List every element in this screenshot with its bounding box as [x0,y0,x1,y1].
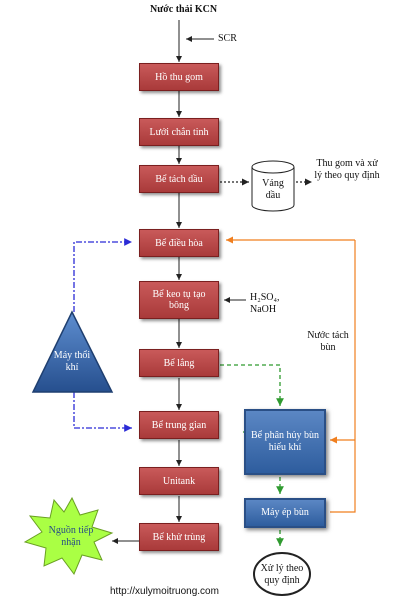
blower-triangle [31,310,114,393]
stage-coagulation: Bể keo tụ tạo bông [139,281,219,319]
oil-tank-shape [251,160,295,212]
disposal-label: Xử lý theo quy định [260,563,304,586]
air-lines [73,238,132,432]
stage-unitank: Unitank [139,467,219,495]
scr-label: SCR [218,33,237,44]
oil-treatment-label: Thu gom và xử lý theo quy định [314,158,380,181]
diagram-title: Nước thải KCN [150,4,218,15]
aerobic-digester: Bể phân hủy bùn hiếu khí [244,409,326,475]
sludge-return-label: Nước tách bùn [307,330,349,353]
receiver-label: Nguồn tiếp nhận [48,525,94,548]
stage-settling: Bể lắng [139,349,219,377]
return-water-lines [226,236,356,513]
stage-oil-separator: Bể tách dầu [139,165,219,193]
oil-tank-label: Váng dầu [262,178,284,201]
website-url: http://xulymoitruong.com [110,586,219,597]
stage-collection-pit: Hồ thu gom [139,63,219,91]
disposal-circle [253,552,311,596]
stage-fine-screen: Lưới chắn tinh [139,118,219,146]
receiver-starburst [23,496,114,575]
stage-disinfection: Bể khử trùng [139,523,219,551]
stage-equalization: Bể điều hòa [139,229,219,257]
blower-label: Máy thổi khí [53,350,91,373]
sludge-press: Máy ép bùn [244,498,326,528]
chemicals-label: H₂SO₄, NaOH [250,292,280,315]
stage-intermediate: Bể trung gian [139,411,219,439]
